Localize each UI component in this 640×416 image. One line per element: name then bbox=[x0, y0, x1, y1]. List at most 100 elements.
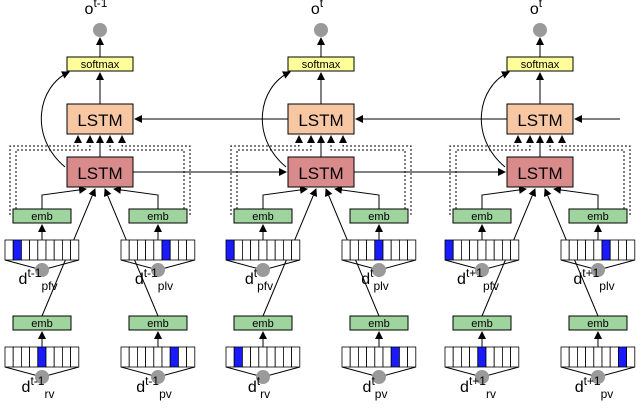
onehot-cell bbox=[282, 346, 292, 368]
input-label-rv: dtrv bbox=[248, 374, 270, 401]
onehot-cell bbox=[626, 346, 636, 368]
onehot-cell bbox=[349, 346, 359, 368]
label-base: d bbox=[135, 271, 144, 288]
onehot-cell bbox=[153, 239, 163, 261]
onehot-cell bbox=[282, 239, 292, 261]
output-node bbox=[533, 23, 547, 37]
emb-block-rv bbox=[452, 315, 512, 331]
lower-lstm-label: LSTM bbox=[517, 164, 562, 183]
curved-arrow-lower-lstm-to-softmax bbox=[40, 71, 70, 168]
onehot-cell bbox=[485, 239, 495, 261]
input-node-rv bbox=[256, 370, 270, 384]
input-label-pv: dt-1pv bbox=[136, 374, 172, 401]
label-superscript: t bbox=[254, 266, 258, 280]
onehot-cell bbox=[618, 239, 628, 261]
input-node-plv bbox=[591, 263, 605, 277]
output-label: ot-1 bbox=[85, 0, 108, 18]
onehot-vector-pfv bbox=[4, 239, 80, 261]
arrow-emb-pfv-to-lstm bbox=[481, 185, 527, 209]
label-base: d bbox=[573, 271, 582, 288]
onehot-cell bbox=[4, 346, 14, 368]
onehot-cell bbox=[258, 346, 268, 368]
onehot-cell bbox=[186, 346, 196, 368]
emb-label: emb bbox=[147, 211, 168, 223]
onehot-cell bbox=[186, 239, 196, 261]
onehot-cell bbox=[136, 239, 146, 261]
onehot-cell bbox=[568, 346, 578, 368]
skip-connection-left bbox=[449, 135, 522, 215]
softmax-block bbox=[506, 56, 574, 72]
onehot-vector-rv bbox=[225, 346, 301, 368]
label-subscript: pv bbox=[375, 387, 388, 401]
softmax-label: softmax bbox=[302, 59, 341, 71]
label-superscript: t bbox=[320, 0, 324, 10]
label-base: o bbox=[311, 1, 320, 18]
onehot-cell bbox=[29, 346, 39, 368]
lower-lstm-label: LSTM bbox=[77, 164, 122, 183]
input-label-pv: dt+1pv bbox=[575, 374, 614, 401]
emb-block-pfv bbox=[452, 208, 512, 224]
onehot-cell bbox=[510, 239, 520, 261]
output-node bbox=[93, 23, 107, 37]
label-subscript: pv bbox=[159, 387, 172, 401]
onehot-cell bbox=[70, 346, 80, 368]
label-base: d bbox=[575, 379, 584, 396]
onehot-cell bbox=[366, 346, 376, 368]
onehot-cell-active bbox=[444, 239, 454, 261]
onehot-cell bbox=[274, 346, 284, 368]
connections bbox=[4, 37, 635, 378]
skip-connection-right-2 bbox=[546, 135, 625, 209]
arrow-emb-plv-to-lstm bbox=[113, 185, 159, 209]
onehot-cell bbox=[485, 346, 495, 368]
onehot-cell bbox=[444, 346, 454, 368]
label-superscript: t-1 bbox=[27, 266, 41, 280]
arrow-emb-pfv-to-lstm bbox=[41, 185, 87, 209]
arrow-emb-plv-to-lstm bbox=[553, 185, 599, 209]
onehot-cell bbox=[153, 346, 163, 368]
input-node-rv bbox=[35, 370, 49, 384]
skip-connection-left-2 bbox=[455, 135, 534, 209]
upper-lstm-block bbox=[506, 103, 574, 135]
input-label-pfv: dt+1pfv bbox=[457, 266, 499, 293]
onehot-cell bbox=[233, 239, 243, 261]
label-subscript: plv bbox=[373, 279, 388, 293]
emb-block-pfv bbox=[12, 208, 72, 224]
onehot-cell bbox=[291, 346, 301, 368]
onehot-cell-active bbox=[390, 346, 400, 368]
upper-lstm-label: LSTM bbox=[517, 111, 562, 130]
onehot-cell bbox=[601, 346, 611, 368]
output-label: ot bbox=[530, 0, 543, 18]
onehot-cell bbox=[266, 346, 276, 368]
input-label-plv: dt+1plv bbox=[573, 266, 614, 293]
emb-label: emb bbox=[147, 318, 168, 330]
input-node-pfv bbox=[475, 263, 489, 277]
onehot-cell bbox=[577, 239, 587, 261]
upper-lstm-label: LSTM bbox=[298, 111, 343, 130]
emb-block-pv bbox=[349, 315, 409, 331]
skip-connection-right-2 bbox=[327, 135, 406, 209]
onehot-vector-plv bbox=[120, 239, 196, 261]
emb-block-rv bbox=[12, 315, 72, 331]
onehot-cell bbox=[398, 346, 408, 368]
emb-block-rv bbox=[233, 315, 293, 331]
label-subscript: pv bbox=[601, 387, 614, 401]
label-subscript: rv bbox=[486, 387, 496, 401]
skip-connection-right bbox=[558, 135, 631, 215]
upper-lstm-block bbox=[287, 103, 355, 135]
onehot-cell bbox=[53, 346, 63, 368]
onehot-cell bbox=[510, 346, 520, 368]
input-node-plv bbox=[151, 263, 165, 277]
onehot-cell bbox=[501, 239, 511, 261]
input-label-pfv: dt-1pfv bbox=[19, 266, 58, 293]
onehot-vector-plv bbox=[341, 239, 417, 261]
onehot-cell bbox=[398, 239, 408, 261]
onehot-cell bbox=[477, 239, 487, 261]
onehot-cell bbox=[357, 239, 367, 261]
emb-block-pv bbox=[568, 315, 628, 331]
onehot-cell bbox=[501, 346, 511, 368]
softmax-block bbox=[66, 56, 134, 72]
skip-connection-right-2 bbox=[106, 135, 185, 209]
skip-connection-left-2 bbox=[236, 135, 315, 209]
onehot-vector-pfv bbox=[225, 239, 301, 261]
